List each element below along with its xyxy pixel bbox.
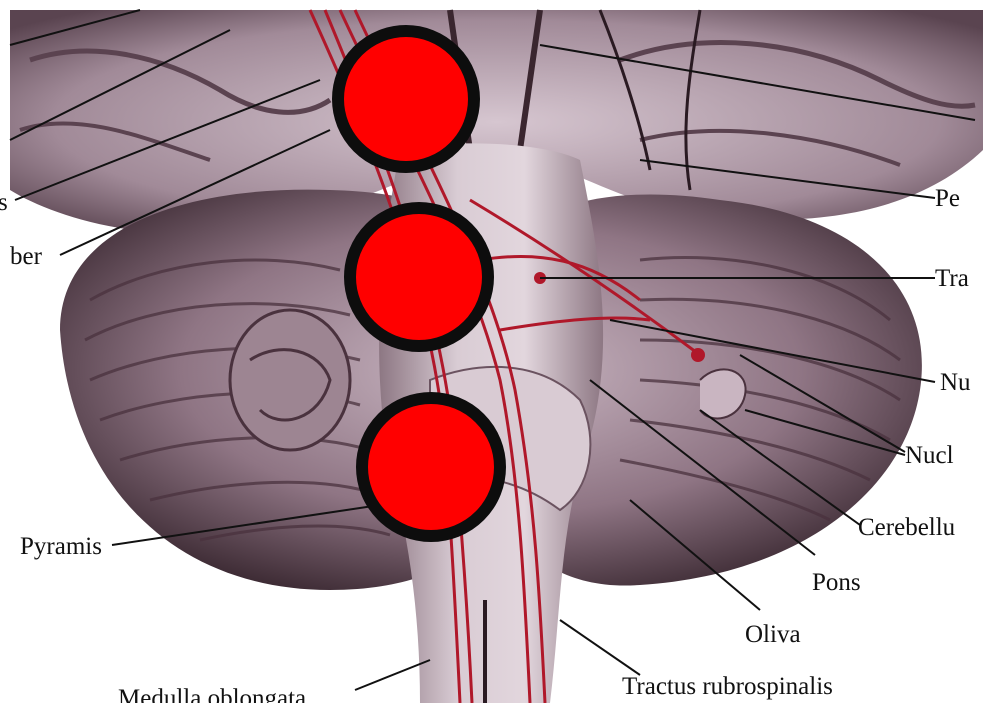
label-right-partial-1: Pe — [935, 186, 960, 211]
label-medulla-oblongata: Medulla oblongata — [118, 686, 306, 703]
marker-middle[interactable] — [344, 202, 494, 352]
tract-node — [691, 348, 705, 362]
label-left-partial-1: s — [0, 190, 8, 215]
label-cerebellum-partial: Cerebellu — [858, 515, 955, 540]
marker-top[interactable] — [332, 25, 480, 173]
label-oliva: Oliva — [745, 622, 801, 647]
label-pyramis: Pyramis — [20, 534, 102, 559]
label-pons: Pons — [812, 570, 861, 595]
marker-bottom[interactable] — [356, 392, 506, 542]
label-left-partial-2: ber — [10, 244, 42, 269]
label-right-partial-3: Nu — [940, 370, 971, 395]
label-tractus-rubrospinalis: Tractus rubrospinalis — [622, 674, 833, 699]
label-right-partial-4: Nucl — [905, 443, 954, 468]
label-right-partial-2: Tra — [935, 266, 969, 291]
